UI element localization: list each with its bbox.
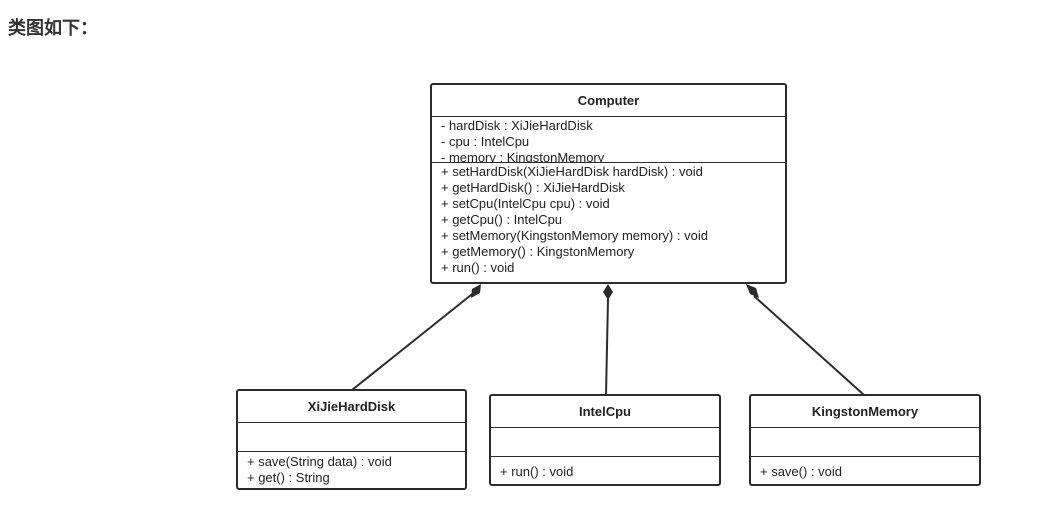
composition-diamond-cpu <box>603 284 613 300</box>
attributes-section <box>751 428 979 457</box>
method: + getHardDisk() : XiJieHardDisk <box>441 180 625 195</box>
attributes-section <box>491 428 719 457</box>
methods-section: + run() : void <box>491 457 719 480</box>
composition-line-memory <box>753 295 865 396</box>
methods-section: + save(String data) : void + get() : Str… <box>238 452 465 486</box>
attributes-section: - hardDisk : XiJieHardDisk - cpu : Intel… <box>432 117 785 163</box>
method: + setMemory(KingstonMemory memory) : voi… <box>441 228 708 243</box>
page-heading: 类图如下： <box>8 18 98 39</box>
method: + save() : void <box>760 464 843 479</box>
methods-section: + setHardDisk(XiJieHardDisk hardDisk) : … <box>432 163 785 276</box>
method: + getMemory() : KingstonMemory <box>441 244 635 259</box>
composition-diamond-memory <box>746 284 759 298</box>
method: + setHardDisk(XiJieHardDisk hardDisk) : … <box>441 164 703 179</box>
composition-line-cpu <box>605 298 609 396</box>
method: + run() : void <box>500 464 574 479</box>
class-name: KingstonMemory <box>751 396 979 428</box>
composition-line-hard-disk <box>351 290 477 391</box>
attribute: - hardDisk : XiJieHardDisk <box>441 118 593 133</box>
method: + run() : void <box>441 260 515 275</box>
methods-section: + save() : void <box>751 457 979 480</box>
class-name: XiJieHardDisk <box>238 391 465 423</box>
class-computer[interactable]: Computer - hardDisk : XiJieHardDisk - cp… <box>430 83 787 284</box>
method: + getCpu() : IntelCpu <box>441 212 563 227</box>
class-name: IntelCpu <box>491 396 719 428</box>
method: + get() : String <box>247 470 330 485</box>
attribute: - memory : KingstonMemory <box>441 150 605 163</box>
composition-diamond-hard-disk <box>471 284 481 298</box>
method: + save(String data) : void <box>247 454 392 469</box>
class-xijie-hard-disk[interactable]: XiJieHardDisk + save(String data) : void… <box>236 389 467 490</box>
method: + setCpu(IntelCpu cpu) : void <box>441 196 610 211</box>
attribute: - cpu : IntelCpu <box>441 134 530 149</box>
attributes-section <box>238 423 465 452</box>
class-kingston-memory[interactable]: KingstonMemory + save() : void <box>749 394 981 486</box>
class-name: Computer <box>432 85 785 117</box>
class-intel-cpu[interactable]: IntelCpu + run() : void <box>489 394 721 486</box>
